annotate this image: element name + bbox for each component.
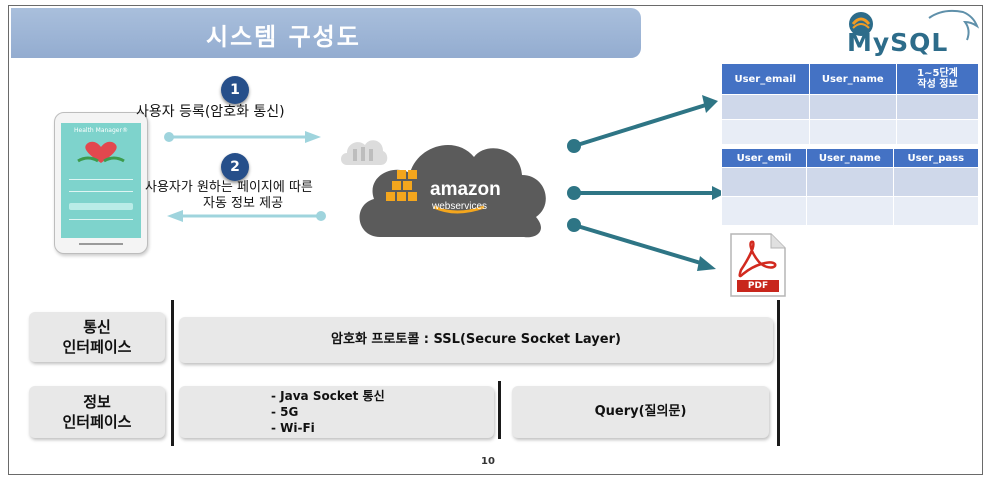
phone-input-3	[69, 219, 133, 220]
section-divider-middle	[498, 381, 501, 439]
info-item-java-socket: - Java Socket 통신	[271, 389, 385, 403]
comm-protocol-box: 암호화 프로토콜 : SSL(Secure Socket Layer)	[179, 317, 773, 363]
phone-input-2	[69, 191, 133, 192]
table-row	[721, 94, 979, 120]
query-box: Query(질의문)	[512, 386, 769, 438]
comm-label-line2: 인터페이스	[62, 338, 132, 356]
table1-header-user-name: User_name	[808, 63, 898, 95]
info-item-wifi: - Wi-Fi	[271, 421, 315, 435]
info-item-5g: - 5G	[271, 405, 299, 419]
table1-header-stage-line2: 작성 정보	[917, 79, 958, 90]
comm-interface-label: 통신 인터페이스	[29, 312, 165, 362]
phone-cloud-arrows	[164, 131, 326, 222]
step-2-badge: 2	[221, 153, 249, 181]
section-divider-right	[777, 300, 780, 446]
small-cloud-icon	[341, 140, 388, 165]
response-arrow	[167, 210, 326, 222]
phone-nav-bar	[79, 243, 123, 248]
comm-label-line1: 통신	[83, 318, 111, 336]
info-interface-label: 정보 인터페이스	[29, 386, 165, 438]
table1-header-stage-info: 1~5단계 작성 정보	[896, 63, 979, 95]
table2-header-user-emil: User_emil	[720, 148, 808, 168]
pdf-icon: PDF	[729, 232, 787, 298]
user-table-1: User_email User_name 1~5단계 작성 정보	[721, 63, 979, 145]
mysql-dolphin-icon	[849, 9, 980, 41]
table-row	[721, 119, 979, 145]
phone-button	[69, 203, 133, 210]
table1-header-user-email: User_email	[721, 63, 810, 95]
slide-frame: 시스템 구성도 MySQL Health Manager® 1 사용자 등록(암…	[8, 5, 983, 475]
section-divider-left	[171, 300, 174, 446]
phone-screen: Health Manager®	[61, 123, 141, 238]
mysql-logo: MySQL	[841, 6, 981, 60]
request-arrow	[164, 131, 321, 143]
aws-cubes-icon	[386, 170, 417, 201]
page-number: 10	[481, 456, 495, 467]
step-1-badge: 1	[221, 76, 249, 104]
query-text: Query(질의문)	[594, 404, 687, 419]
table-row	[720, 196, 980, 226]
step-1-label: 사용자 등록(암호화 통신)	[136, 104, 285, 120]
step-2-label-line2: 자동 정보 제공	[203, 196, 284, 211]
arrow-to-table-2	[567, 186, 726, 200]
phone-device: Health Manager®	[54, 112, 148, 254]
pdf-label: PDF	[747, 281, 769, 291]
page-title: 시스템 구성도	[206, 23, 361, 51]
table2-header-user-pass: User_pass	[892, 148, 980, 168]
mysql-logo-text: MySQL	[847, 28, 949, 57]
info-label-line2: 인터페이스	[62, 413, 132, 431]
phone-app-title: Health Manager®	[74, 127, 128, 134]
db-connector-arrows	[567, 95, 726, 271]
phone-input-1	[69, 179, 133, 180]
webservices-logo-text: webservices	[432, 201, 488, 212]
comm-protocol-text: 암호화 프로토콜 : SSL(Secure Socket Layer)	[331, 332, 621, 347]
table2-header-user-name: User_name	[806, 148, 894, 168]
step-2-label-line1: 사용자가 원하는 페이지에 따른	[145, 180, 313, 195]
info-label-line1: 정보	[83, 393, 111, 411]
cloud-icon	[359, 145, 546, 238]
pdf-document-icon	[730, 233, 786, 297]
arrow-to-table-1	[567, 95, 718, 153]
table-row	[720, 167, 980, 197]
arrow-to-pdf	[567, 218, 716, 271]
aws-cloud: amazon webservices	[352, 131, 552, 243]
info-items-box: - Java Socket 통신 - 5G - Wi-Fi	[179, 386, 494, 438]
amazon-logo-text: amazon	[430, 179, 501, 200]
user-table-2: User_emil User_name User_pass	[720, 148, 980, 226]
heart-icon	[77, 141, 125, 163]
table1-header-stage-line1: 1~5단계	[917, 68, 958, 79]
title-bar: 시스템 구성도	[11, 8, 641, 58]
